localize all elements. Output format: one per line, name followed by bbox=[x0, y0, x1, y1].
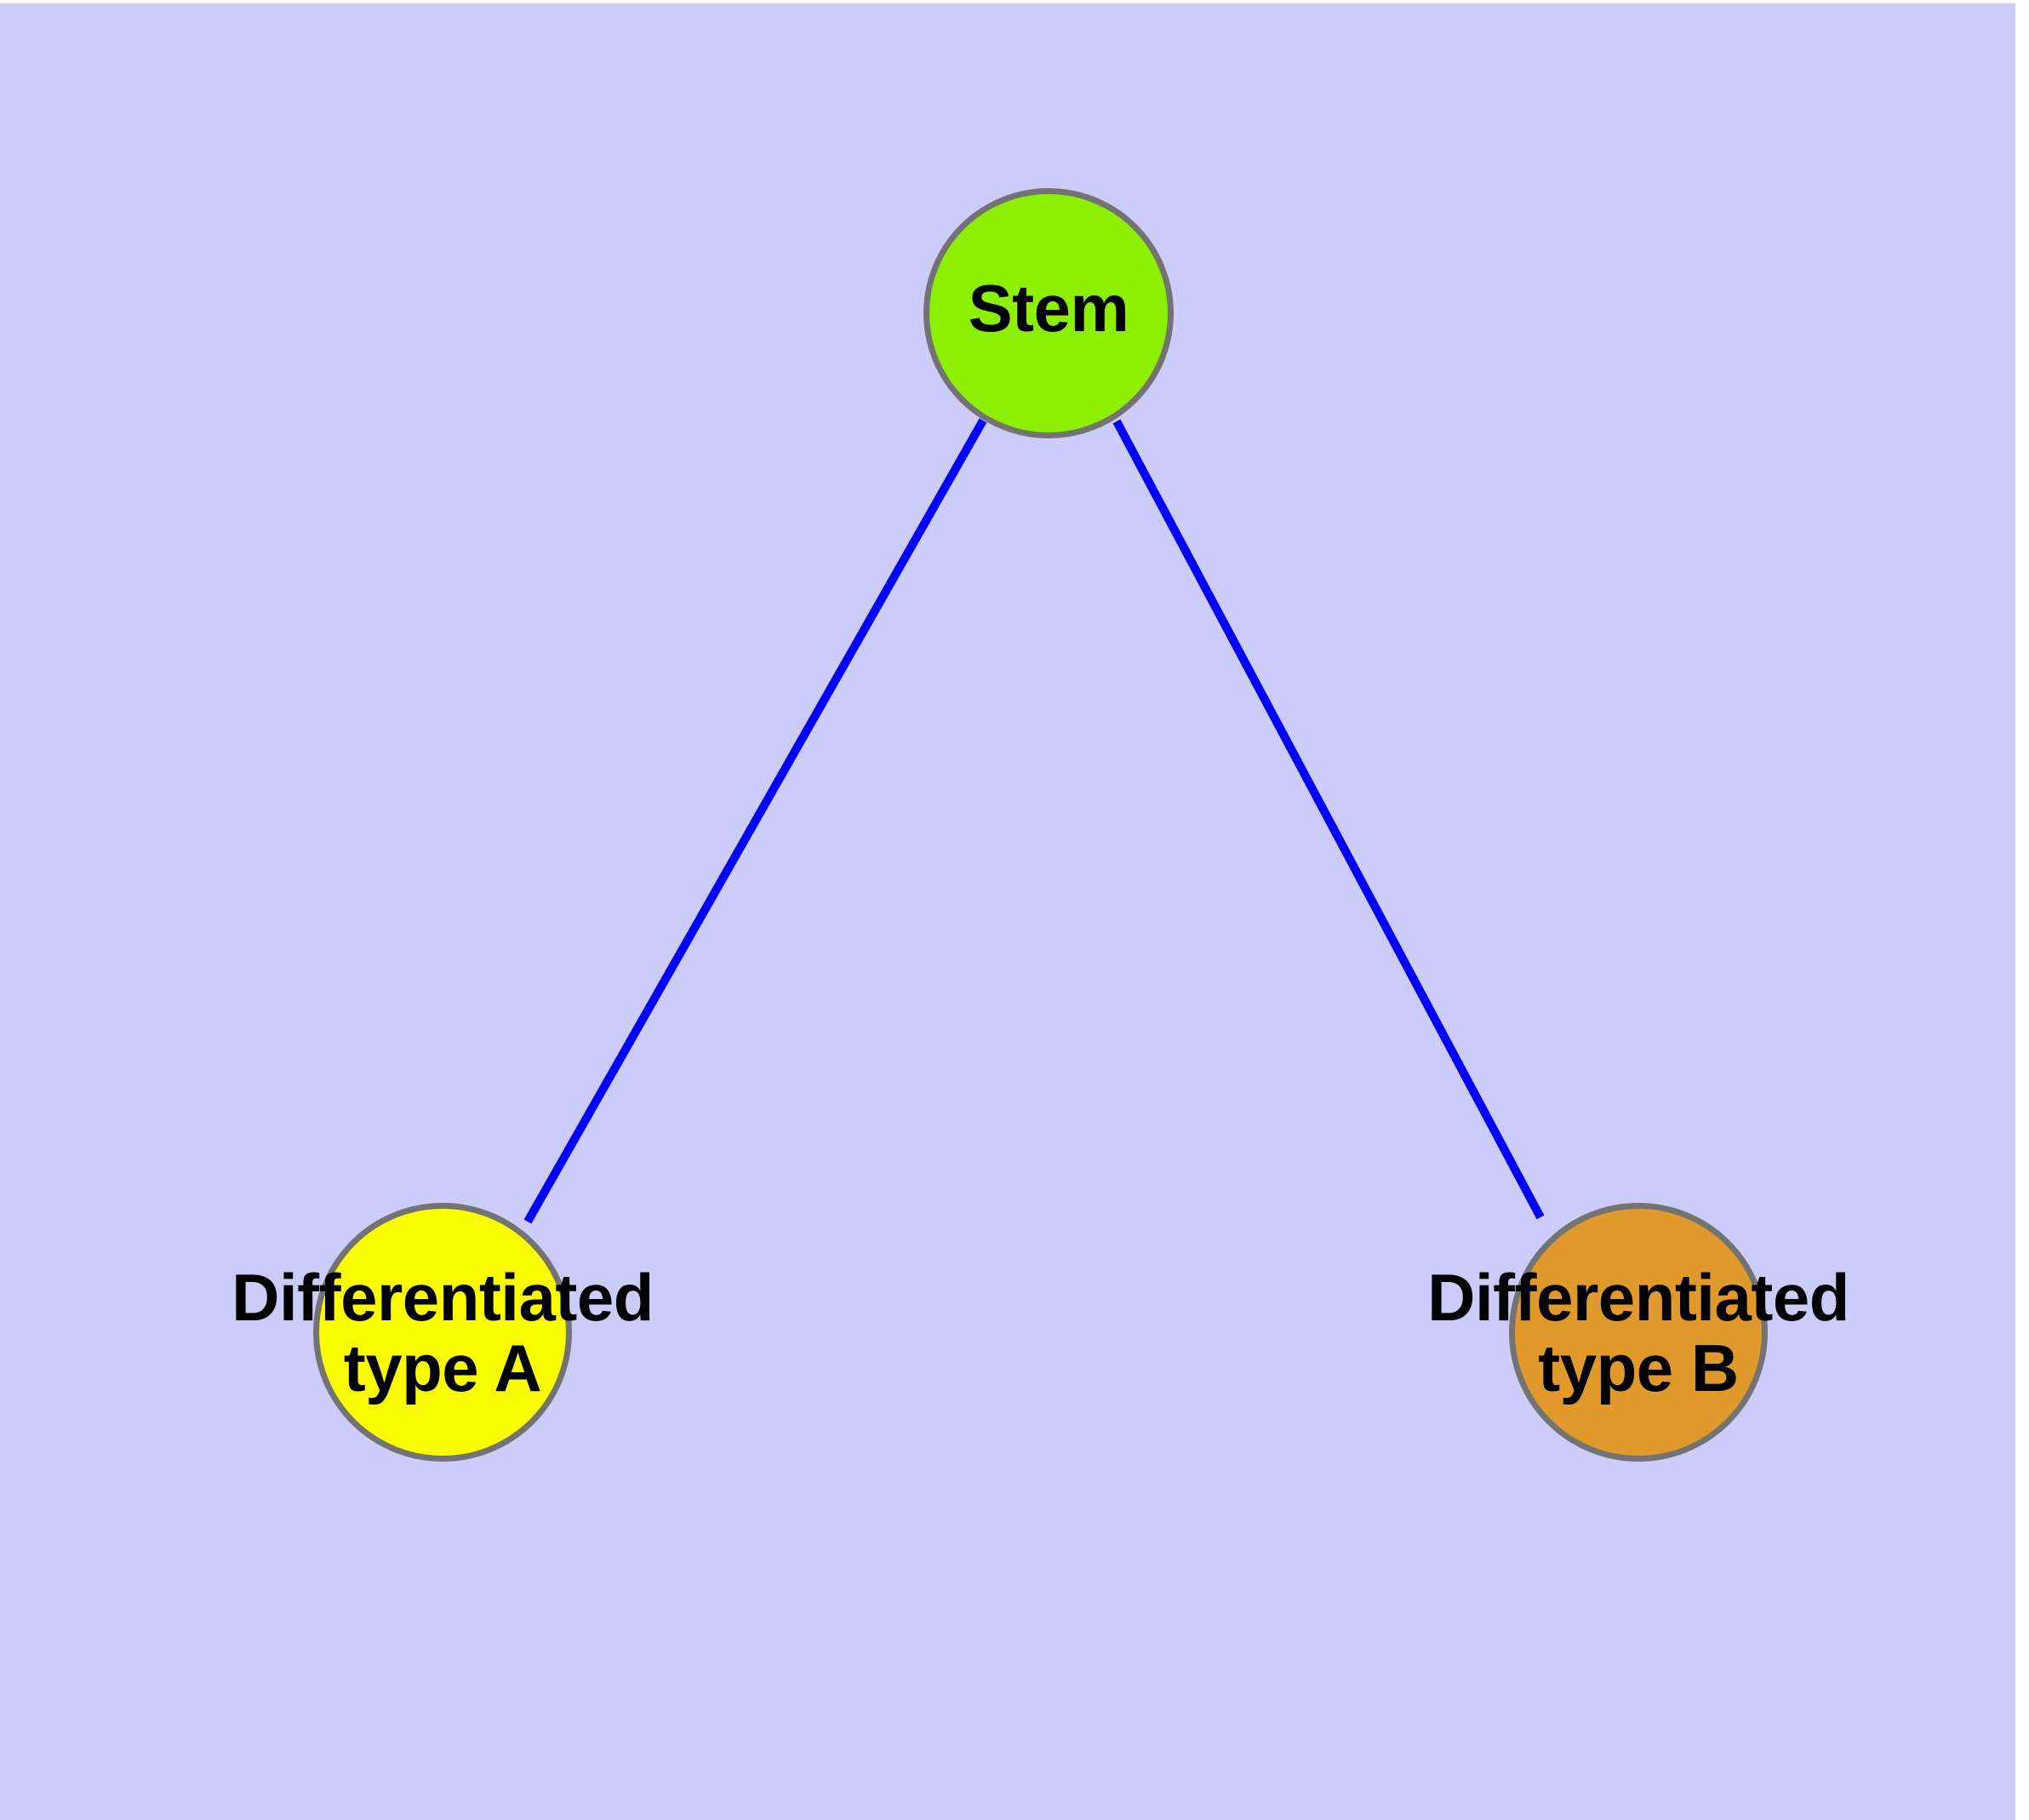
node-stem[interactable]: Stem bbox=[923, 188, 1174, 438]
node-differentiated-type-a-label: Differentiated type A bbox=[0, 1262, 912, 1403]
node-differentiated-type-b-label-line-2: type B bbox=[1538, 1330, 1739, 1405]
node-differentiated-type-b-label: Differentiated type B bbox=[1169, 1262, 2029, 1403]
node-differentiated-type-b-circle[interactable] bbox=[1509, 1203, 1768, 1462]
edge-stem-to-type-b bbox=[1112, 419, 1545, 1220]
node-stem-label: Stem bbox=[968, 271, 1129, 346]
node-differentiated-type-b[interactable]: Differentiated type B bbox=[1427, 1203, 1849, 1462]
node-differentiated-type-b-label-line-1: Differentiated bbox=[1427, 1260, 1849, 1335]
edge-stem-to-type-a bbox=[523, 418, 987, 1224]
node-differentiated-type-a-label-line-2: type A bbox=[343, 1330, 542, 1405]
node-stem-circle[interactable] bbox=[923, 188, 1174, 438]
node-differentiated-type-a-label-line-1: Differentiated bbox=[231, 1260, 654, 1335]
node-differentiated-type-a[interactable]: Differentiated type A bbox=[231, 1203, 654, 1462]
node-differentiated-type-a-circle[interactable] bbox=[313, 1203, 572, 1462]
